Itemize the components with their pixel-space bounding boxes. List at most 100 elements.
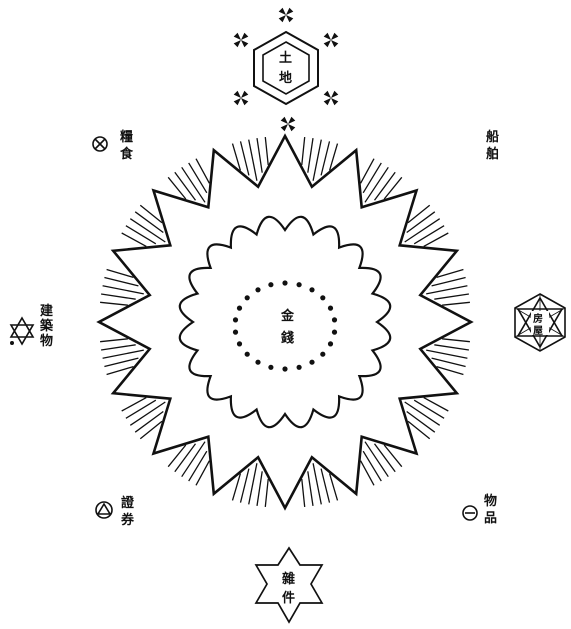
hatch-ray: [249, 463, 257, 504]
hatch-ray: [196, 461, 209, 486]
coin-dot: [233, 330, 238, 335]
coin-dot: [297, 282, 302, 287]
coin-dot: [282, 280, 287, 285]
upper-left-char-1: 糧: [120, 129, 133, 145]
hatch-ray: [189, 451, 207, 481]
coin-dot: [245, 352, 250, 357]
node-lower-left: 證 券: [96, 495, 135, 528]
hatch-ray: [122, 233, 147, 246]
node-bottom: 雜 件: [256, 548, 322, 622]
right-char-1: 房: [533, 312, 543, 325]
circle-x-icon: [93, 137, 107, 151]
left-char-1: 建: [40, 303, 53, 319]
hatch-ray: [241, 141, 249, 175]
upper-right-char-2: 舶: [486, 146, 499, 162]
hatch-ray: [175, 172, 196, 200]
hatch-ray: [414, 226, 444, 244]
lower-right-char-1: 物: [484, 493, 497, 509]
hatch-ray: [100, 339, 128, 342]
top-char-1: 土: [279, 50, 292, 66]
node-right: 房 屋: [515, 294, 565, 351]
bottom-char-2: 件: [282, 590, 295, 606]
coin-dot: [255, 287, 260, 292]
hatch-ray: [426, 350, 467, 358]
node-left: 建 築 物: [11, 303, 54, 349]
hatch-ray: [135, 212, 163, 233]
hatch-ray: [257, 471, 262, 506]
star-of-david-icon: [11, 318, 33, 344]
center-char-1: 金: [280, 308, 295, 324]
coin-dot: [328, 306, 333, 311]
node-lower-right: 物 品: [463, 493, 497, 526]
node-top: 土 地: [234, 8, 339, 132]
coin-dot: [297, 365, 302, 370]
hatch-ray: [363, 451, 381, 481]
coin-dot: [332, 330, 337, 335]
hatch-ray: [189, 163, 207, 193]
pinwheel-flower: [324, 33, 339, 48]
hatch-ray: [426, 286, 467, 294]
center-char-2: 錢: [281, 330, 294, 346]
hatch-ray: [265, 137, 268, 165]
coin-dot: [268, 282, 273, 287]
coin-dot: [328, 341, 333, 346]
hatch-ray: [122, 398, 147, 411]
pinwheel-flower: [234, 33, 249, 48]
pinwheel-flower: [279, 8, 294, 23]
hatch-ray: [442, 339, 470, 342]
hatch-ray: [126, 400, 156, 418]
top-char-2: 地: [279, 70, 292, 86]
hatch-ray: [424, 398, 449, 411]
hatch-ray: [407, 212, 435, 233]
upper-left-char-2: 食: [120, 146, 134, 162]
hatch-ray: [442, 302, 470, 305]
pinwheel-flower: [234, 91, 249, 106]
coin-dot: [309, 360, 314, 365]
hatch-ray: [101, 294, 136, 299]
hatch-ray: [424, 233, 449, 246]
hatch-ray: [101, 345, 136, 350]
node-upper-left: 糧 食: [93, 129, 134, 162]
lower-left-char-1: 證: [121, 495, 135, 511]
left-char-2: 築: [39, 318, 54, 334]
hexagon-with-flowers-icon: [234, 8, 339, 132]
hatch-ray: [126, 226, 156, 244]
hatch-ray: [103, 350, 144, 358]
coin-dot: [268, 365, 273, 370]
hatch-ray: [313, 463, 321, 504]
hatch-ray: [361, 159, 374, 184]
coin-dot: [237, 341, 242, 346]
hatch-ray: [100, 302, 128, 305]
hatch-ray: [434, 345, 469, 350]
coin-dot: [332, 317, 337, 322]
hatch-ray: [257, 138, 262, 173]
hatch-ray: [302, 479, 305, 507]
hatch-ray: [321, 141, 329, 175]
coin-dot: [233, 317, 238, 322]
hatch-ray: [363, 163, 381, 193]
coin-dot: [245, 295, 250, 300]
hatch-ray: [432, 358, 466, 366]
node-upper-right: 船 舶: [486, 129, 499, 162]
hatch-ray: [434, 294, 469, 299]
bottom-char-1: 雜: [282, 571, 295, 587]
hatch-ray: [308, 138, 313, 173]
coin-dot: [320, 352, 325, 357]
left-char-3: 物: [40, 333, 53, 349]
hatch-ray: [432, 278, 466, 286]
coin-dot: [237, 306, 242, 311]
hatch-ray: [265, 479, 268, 507]
hatch-ray: [302, 137, 305, 165]
hatch-ray: [407, 412, 435, 433]
hatch-ray: [375, 172, 396, 200]
hatch-ray: [361, 461, 374, 486]
hatch-ray: [313, 140, 321, 181]
hatch-ray: [103, 286, 144, 294]
coin-dot: [255, 360, 260, 365]
hatch-ray: [308, 471, 313, 506]
hatch-ray: [375, 444, 396, 472]
circle-minus-icon: [463, 506, 477, 520]
hatch-ray: [249, 140, 257, 181]
lower-left-char-2: 券: [120, 512, 135, 528]
